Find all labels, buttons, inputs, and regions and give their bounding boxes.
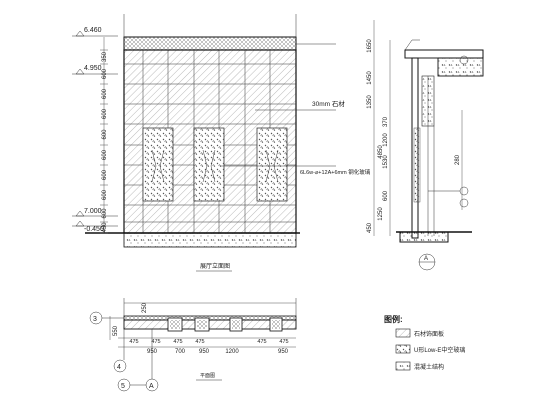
row-dim-label: 600 xyxy=(102,149,108,160)
roof-slab xyxy=(437,57,484,77)
row-dim-label: 600 xyxy=(102,108,108,119)
plan-module-dim: 475 xyxy=(151,339,160,345)
plan-modules xyxy=(167,317,283,332)
level-label-bottom: -0.450 xyxy=(84,226,104,233)
coping-strip xyxy=(123,36,297,51)
section-marker xyxy=(459,198,469,208)
grid-marker-label: 3 xyxy=(93,316,97,323)
glass-section xyxy=(413,127,421,203)
grid-marker xyxy=(113,359,127,373)
floor-slab xyxy=(399,231,449,243)
plan-view: 250 550 475 475 475 475 475 475 950 700 950 1200… xyxy=(89,298,297,392)
glass-panel xyxy=(194,128,224,201)
section-title-label: A xyxy=(424,256,428,262)
legend: 图例: 石材饰面板 U形Low-E中空玻璃 混凝土结构 xyxy=(384,314,465,371)
level-label: 4.950 xyxy=(84,65,102,72)
grid-marker-label: A xyxy=(149,383,154,390)
grid-marker-label: 5 xyxy=(121,383,125,390)
row-dim-label: 600 xyxy=(102,129,108,140)
concrete-base xyxy=(123,232,297,248)
glass-ornament xyxy=(151,149,279,183)
row-dim-label: 600 xyxy=(102,68,108,79)
plan-bottom-dim: 700 xyxy=(175,349,186,355)
elevation-title: 展厅立面图 xyxy=(200,262,230,270)
coping-detail xyxy=(404,39,420,51)
plan-title: 平面图 xyxy=(200,373,215,379)
level-symbol xyxy=(75,68,85,75)
row-dim-label: 600 xyxy=(102,189,108,200)
plan-left-dim: 550 xyxy=(113,325,119,336)
section-dim-label: 600 xyxy=(383,190,389,201)
glass-panel xyxy=(257,128,287,201)
section-dim-label: 1650 xyxy=(367,39,373,53)
legend-swatch-concrete xyxy=(395,361,411,371)
plan-module-dim: 475 xyxy=(129,339,138,345)
level-symbol xyxy=(75,220,85,227)
row-dim-label: 450 xyxy=(102,222,108,233)
note-glass: 6L6w-⌀+12A+6mm 钢化玻璃 xyxy=(300,168,371,176)
section-dim-label: 1350 xyxy=(367,95,373,109)
plan-wall xyxy=(123,319,297,330)
plan-top-dim: 250 xyxy=(142,302,148,313)
section-dim-label: 1250 xyxy=(378,207,384,221)
row-dimensions: 350 600 600 600 600 600 600 600 600 450 xyxy=(102,51,108,232)
row-dim-label: 350 xyxy=(102,51,108,62)
legend-swatch-glass xyxy=(395,344,411,354)
plan-bottom-dim: 950 xyxy=(147,349,158,355)
note-stone: 30mm 石材 xyxy=(312,99,345,108)
level-label: 7.000 xyxy=(84,208,102,215)
section-dim-label: 280 xyxy=(455,154,461,165)
legend-item-concrete: 混凝土结构 xyxy=(414,363,444,371)
level-symbol xyxy=(75,210,85,217)
plan-module-dim: 475 xyxy=(173,339,182,345)
section-marker xyxy=(459,186,469,196)
section-dim-label: 1450 xyxy=(367,71,373,85)
plan-bottom-dim: 950 xyxy=(199,349,210,355)
row-dim-label: 600 xyxy=(102,88,108,99)
roof-slab xyxy=(404,49,484,59)
plan-module-dim: 475 xyxy=(257,339,266,345)
plan-module-dim: 475 xyxy=(195,339,204,345)
section-dim-label: 1530 xyxy=(383,155,389,169)
plan-module-fill xyxy=(272,320,280,329)
row-dim-label: 600 xyxy=(102,208,108,219)
grid-marker-label: 4 xyxy=(117,364,121,371)
row-dim-label: 600 xyxy=(102,169,108,180)
legend-swatch-stone xyxy=(395,328,411,338)
section-view: 1650 1450 1350 4850 370 1200 1530 600 1250 280 450… xyxy=(367,20,484,271)
level-symbol xyxy=(75,30,85,37)
plan-bottom-dim: 950 xyxy=(278,349,289,355)
plan-module-fill xyxy=(232,320,240,329)
elevation-view: 350 600 600 600 600 600 600 600 600 450 6.460 4.9… xyxy=(72,14,371,272)
legend-title: 图例: xyxy=(384,314,403,324)
legend-item-stone: 石材饰面板 xyxy=(414,330,444,338)
section-dimensions: 1650 1450 1350 4850 370 1200 1530 600 1250 280 450 xyxy=(367,39,461,233)
plan-module-dim: 475 xyxy=(279,339,288,345)
level-label-top: 6.460 xyxy=(84,27,102,34)
plan-module-fill xyxy=(197,320,207,329)
legend-item-glass: U形Low-E中空玻璃 xyxy=(414,346,465,354)
dim-ticks xyxy=(100,49,108,234)
plan-bottom-dimensions: 950 700 950 1200 950 xyxy=(147,349,289,355)
plan-module-dimensions: 475 475 475 475 475 475 xyxy=(129,339,288,345)
plan-module-fill xyxy=(170,320,180,329)
section-dim-label: 1200 xyxy=(383,133,389,147)
section-dim-label: 4850 xyxy=(378,145,384,159)
section-dim-label: 370 xyxy=(383,116,389,127)
section-dim-label: 450 xyxy=(367,222,373,233)
glass-panel xyxy=(143,128,173,201)
plan-bottom-dim: 1200 xyxy=(225,349,239,355)
section-marker xyxy=(459,55,469,65)
